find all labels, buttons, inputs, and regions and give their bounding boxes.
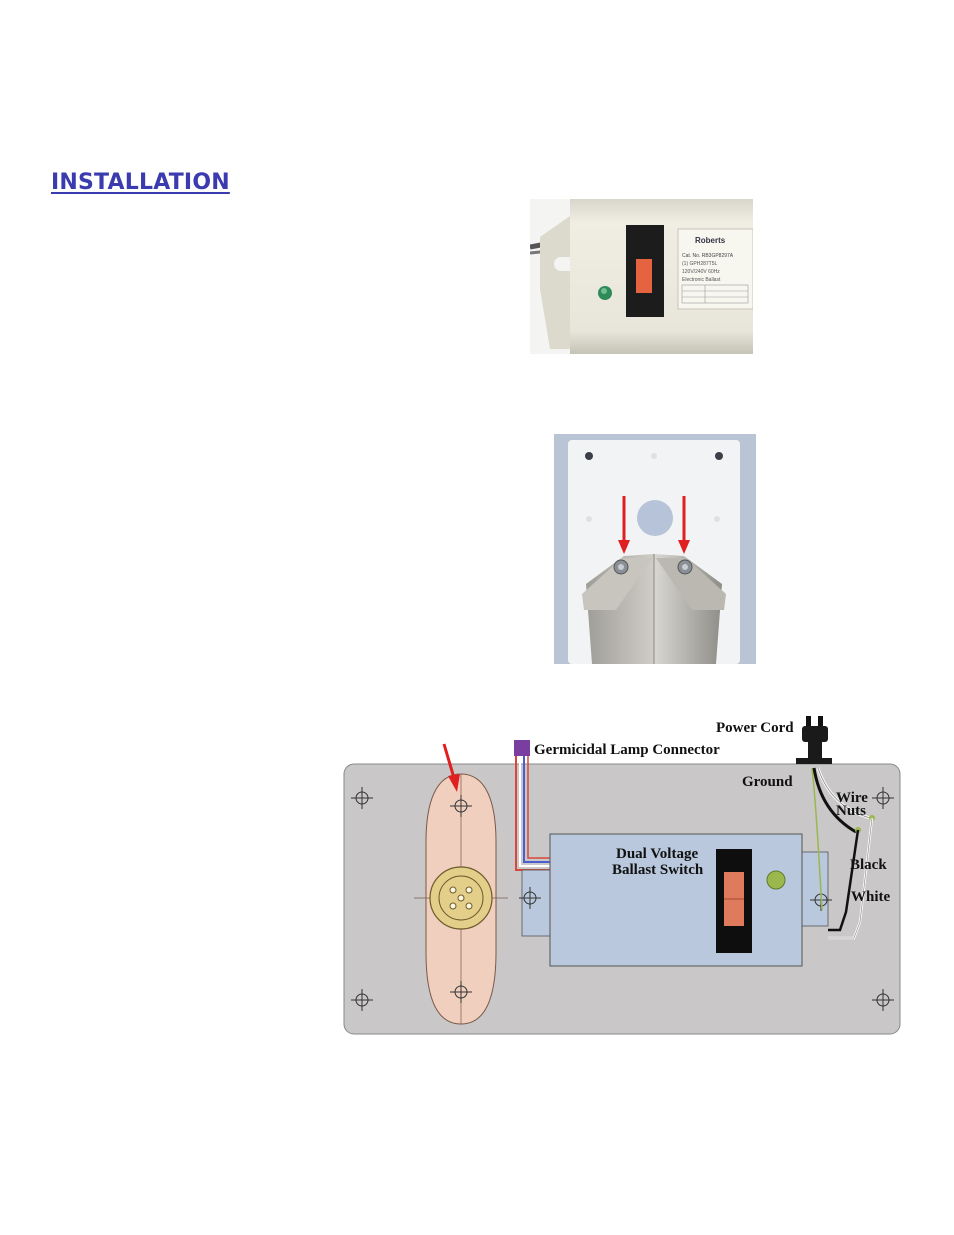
- ballast-body: [549, 833, 803, 967]
- arrow-to-right-screw: [678, 496, 690, 554]
- ground-label: Ground: [742, 774, 793, 790]
- switch-label-line2: Ballast Switch: [612, 862, 704, 878]
- wiring-diagram: Germicidal Lamp Connector Dual Voltage B…: [336, 712, 906, 1042]
- white-wire-label: White: [851, 889, 891, 905]
- wire-nuts-label-line1: Wire: [836, 790, 868, 806]
- power-cord-label: Power Cord: [716, 720, 794, 736]
- lamp-connector-label: Germicidal Lamp Connector: [534, 742, 720, 758]
- wiring-diagram-illustration: Germicidal Lamp Connector Dual Voltage B…: [343, 716, 901, 1035]
- power-cord-plug: [796, 716, 832, 764]
- reflector-illustration: [554, 434, 756, 664]
- reflector-screws-photo: [554, 434, 756, 664]
- ballast-indicator: [766, 870, 786, 890]
- svg-text:Roberts: Roberts: [695, 236, 726, 245]
- lamp-opening: [637, 500, 673, 536]
- switch-label-line1: Dual Voltage: [616, 846, 698, 862]
- svg-text:Electronic Ballast: Electronic Ballast: [682, 277, 721, 283]
- arrow-to-left-screw: [618, 496, 630, 554]
- wire-nuts-label-line2: Nuts: [836, 803, 866, 819]
- arrow-to-socket-screw: [442, 743, 460, 792]
- ballast-switch-photo: Roberts Cat. No. RB3GP8297A (1) GPH287T5…: [530, 199, 753, 354]
- black-wire-out: [828, 829, 860, 932]
- black-wire-label: Black: [850, 857, 887, 873]
- svg-text:(1) GPH287T5L: (1) GPH287T5L: [682, 261, 718, 267]
- lamp-connector: [514, 740, 530, 756]
- ground-wire: [811, 767, 823, 911]
- svg-text:Cat. No. RB3GP8297A: Cat. No. RB3GP8297A: [682, 253, 734, 259]
- svg-text:120V/240V 60Hz: 120V/240V 60Hz: [682, 269, 720, 275]
- black-wire-in: [812, 767, 857, 834]
- voltage-switch-toggle: [636, 259, 652, 293]
- ballast-label: Roberts Cat. No. RB3GP8297A (1) GPH287T5…: [677, 228, 753, 310]
- ballast-switch-illustration: Roberts Cat. No. RB3GP8297A (1) GPH287T5…: [530, 199, 753, 354]
- page-heading: INSTALLATION: [51, 170, 230, 195]
